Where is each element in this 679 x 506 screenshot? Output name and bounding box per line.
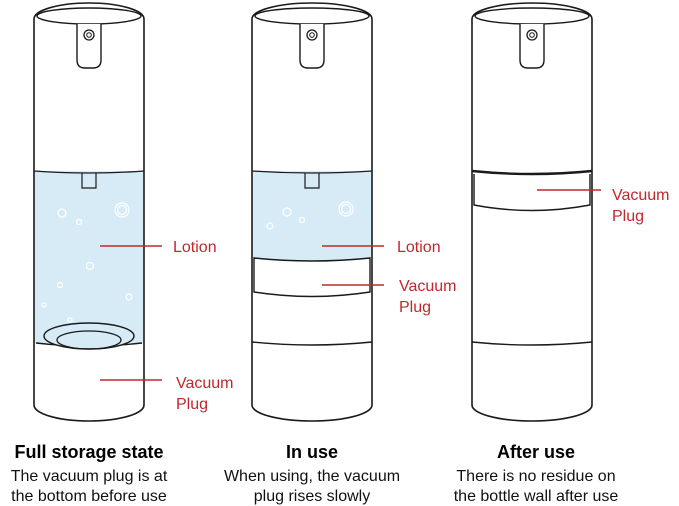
pump-nozzle [299,24,325,69]
vacuum-plug [43,322,135,350]
panel-title-full-storage: Full storage state [14,442,163,462]
panel-title-in-use: In use [286,442,338,462]
bottle-full-storage [33,2,162,422]
panel-caption-line: the bottle wall after use [454,488,619,505]
vacuum-plug [253,257,371,298]
bottle-body [471,2,593,422]
bubbles [41,202,133,323]
panel-caption-line: plug rises slowly [254,488,370,505]
bubbles [266,201,354,230]
panel-caption-line: There is no residue on [456,468,615,485]
callout-label-lotion: Lotion [173,239,217,256]
lotion-fill [34,171,144,343]
bottle-in-use [251,2,384,422]
lotion-fill [252,171,372,261]
vacuum-plug [471,169,593,176]
callout-label-plug: Vacuum Plug [612,187,674,225]
pump-nozzle [76,24,102,69]
pump-nozzle [519,24,545,69]
panel-title-after-use: After use [497,442,575,462]
panel-caption-line: The vacuum plug is at [11,468,168,485]
panel-caption-line: the bottom before use [11,488,167,505]
callout-label-lotion: Lotion [397,239,441,256]
callout-label-plug: Vacuum Plug [399,278,461,316]
bottle-body [251,2,373,422]
panel-caption-line: When using, the vacuum [224,468,400,485]
bottle-after-use [471,2,601,422]
callout-label-plug: Vacuum Plug [176,375,238,413]
bottle-body [33,2,145,422]
